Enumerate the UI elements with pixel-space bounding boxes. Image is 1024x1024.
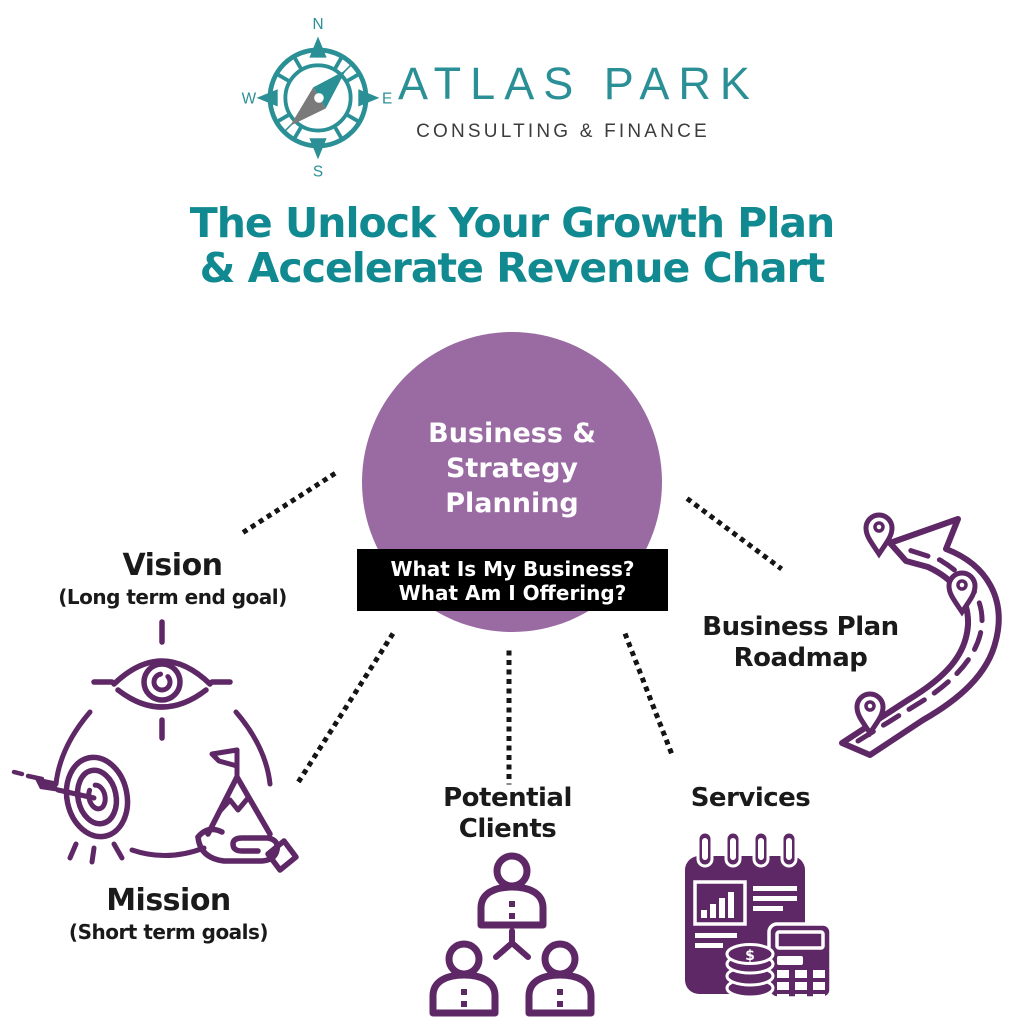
- compass-icon: N E S W: [242, 16, 393, 181]
- connector-branch: [493, 928, 531, 960]
- vision-subtitle: (Long term end goal): [58, 585, 287, 609]
- mountain-hand-icon: [195, 747, 299, 873]
- vision-title: Vision: [122, 548, 223, 583]
- brand-tagline: CONSULTING & FINANCE: [416, 121, 710, 142]
- map-pin-icon: [946, 570, 978, 617]
- binder-rings: [696, 830, 798, 868]
- cycle-arcs: [53, 709, 273, 859]
- clients-title-line1: Potential: [443, 783, 572, 813]
- roadmap-title-line2: Roadmap: [733, 642, 868, 673]
- page-title-line1: The Unlock Your Growth Plan: [189, 199, 836, 247]
- page-title: The Unlock Your Growth Plan & Accelerate…: [0, 199, 1024, 293]
- clients-label: Potential Clients: [405, 783, 610, 844]
- compass-label-w: W: [242, 91, 257, 108]
- roadmap-label: Business Plan Roadmap: [688, 612, 913, 673]
- connector-services: [622, 632, 676, 758]
- target-arrow-icon: [11, 754, 131, 865]
- map-pin-icon: [863, 512, 895, 559]
- page-title-line2: & Accelerate Revenue Chart: [199, 244, 826, 293]
- eye-icon: [91, 619, 233, 741]
- services-title: Services: [690, 783, 811, 813]
- clients-title-line2: Clients: [458, 813, 557, 844]
- roadmap-icon: [839, 512, 1002, 758]
- center-circle-line3: Planning: [445, 488, 579, 520]
- connector-clients: [506, 650, 512, 785]
- mission-label: Mission (Short term goals): [26, 884, 311, 944]
- brand-name: ATLAS PARK: [398, 58, 759, 109]
- mission-title: Mission: [106, 883, 231, 918]
- person-icon: [525, 940, 595, 1017]
- dollar-sign: $: [745, 948, 755, 964]
- center-circle-line1: Business &: [428, 418, 596, 449]
- connector-vision: [241, 470, 337, 535]
- person-icon: [477, 852, 547, 929]
- map-pin-icon: [854, 691, 886, 738]
- compass-label-n: N: [312, 16, 323, 33]
- calculator-icon: [767, 922, 833, 1001]
- vision-mission-cycle-icon: [11, 619, 299, 873]
- compass-ticks: [275, 55, 361, 141]
- services-icon: $: [685, 830, 833, 1001]
- roadmap-title-line1: Business Plan: [702, 612, 899, 642]
- vision-label: Vision (Long term end goal): [30, 549, 315, 609]
- question-banner: What Is My Business? What Am I Offering?: [357, 549, 668, 611]
- mission-subtitle: (Short term goals): [68, 920, 269, 944]
- clients-icon: [429, 852, 595, 1017]
- compass-cardinal-points: [256, 36, 380, 160]
- services-label: Services: [658, 783, 843, 814]
- compass-label-e: E: [382, 91, 392, 108]
- bar-chart-icon: [693, 880, 747, 926]
- question-line2: What Am I Offering?: [398, 581, 627, 606]
- person-icon: [429, 940, 499, 1017]
- coins-icon: $: [725, 943, 775, 999]
- ledger-lines: [695, 886, 797, 948]
- brand-block: ATLAS PARK CONSULTING & FINANCE: [398, 58, 759, 143]
- connector-roadmap: [685, 496, 784, 572]
- question-line1: What Is My Business?: [390, 557, 635, 581]
- center-circle-line2: Strategy: [445, 453, 579, 485]
- compass-label-s: S: [313, 164, 323, 181]
